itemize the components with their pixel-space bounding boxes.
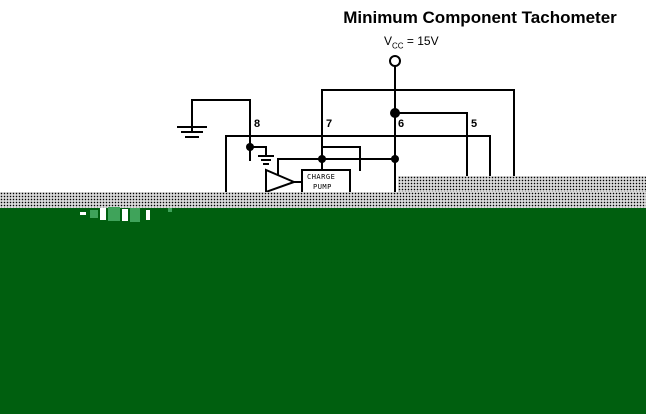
pin-8-label: 8 [254, 118, 261, 130]
green-panel [0, 208, 646, 414]
pin-6-label: 6 [398, 118, 405, 130]
junction-dot-pin6 [390, 108, 400, 118]
pin-7-label: 7 [326, 118, 333, 130]
supply-symbol: V [384, 34, 393, 48]
junction-dot-bus [391, 155, 399, 163]
ic-body-outline [225, 135, 491, 193]
dither-band [0, 192, 646, 210]
vcc-terminal [389, 55, 401, 67]
supply-value: = 15V [403, 34, 439, 48]
glitch-artifact [80, 206, 180, 224]
supply-voltage-label: VCC = 15V [384, 34, 439, 50]
supply-subscript: CC [392, 41, 404, 51]
diagram-title: Minimum Component Tachometer [343, 8, 617, 27]
charge-pump-label-line1: CHARGE [307, 173, 336, 181]
junction-dot-pin8 [246, 143, 254, 151]
internal-bus-wire [277, 158, 396, 177]
charge-pump-label-line2: PUMP [313, 183, 332, 191]
pin7-bus-wire [321, 146, 361, 171]
pin-5-label: 5 [471, 118, 478, 130]
comparator-symbol [265, 168, 297, 194]
internal-ground-wire [249, 146, 267, 156]
ground-wire [191, 99, 251, 131]
junction-dot-pin7 [318, 155, 326, 163]
dither-band-right [398, 176, 646, 196]
supply-loop-wire [321, 89, 515, 177]
pin5-wire [394, 112, 468, 177]
